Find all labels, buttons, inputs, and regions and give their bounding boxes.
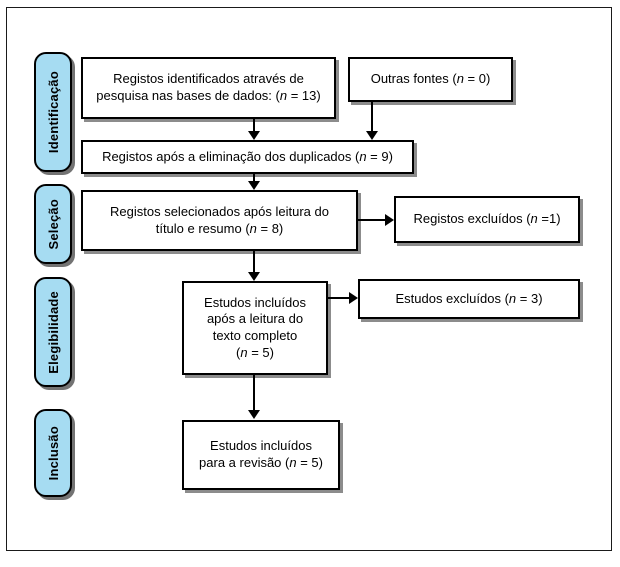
other-sources-post: = 0): [463, 71, 491, 87]
stage-label-selecao: Seleção: [34, 184, 72, 264]
box-after-duplicates-text: Registos após a eliminação dos duplicado…: [96, 148, 399, 164]
figure-border: [6, 7, 612, 551]
box-records-identified-text: Registos identificados através de pesqui…: [90, 71, 326, 104]
records-excluded-post: =1): [537, 211, 561, 227]
studies-included-line2-italic: n: [289, 455, 297, 470]
connector-duplicates-to-screened-line: [253, 174, 255, 184]
connector-screened-to-fulltext-line: [253, 251, 255, 275]
studies-included-line2-post: = 5): [296, 455, 323, 470]
stage-label-inclusao: Inclusão: [34, 409, 72, 497]
other-sources-pre: Outras fontes (: [370, 71, 457, 87]
box-records-excluded-text: Registos excluídos (n =1): [407, 211, 566, 228]
box-fulltext-assessed: Estudos incluídos após a leitura do text…: [182, 281, 328, 375]
connector-duplicates-to-screened-arrow: [248, 181, 260, 190]
records-identified-line2-pre: pesquisa nas bases de dados: (: [96, 88, 280, 103]
connector-screened-to-excluded-line: [358, 219, 388, 221]
studies-included-line1: Estudos incluídos: [210, 438, 312, 454]
other-sources-italic: n: [456, 71, 464, 87]
box-studies-included: Estudos incluídos para a revisão (n = 5): [182, 420, 340, 490]
records-identified-line2-italic: n: [279, 88, 288, 103]
fulltext-assessed-line3: texto completo: [212, 328, 298, 343]
box-studies-included-text: Estudos incluídos para a revisão (n = 5): [193, 438, 329, 471]
fulltext-excluded-italic: n: [508, 290, 517, 306]
stage-label-selecao-text: Seleção: [45, 198, 61, 250]
connector-screened-to-fulltext-arrow: [248, 272, 260, 281]
stage-label-identificacao-text: Identificação: [45, 70, 61, 154]
connector-screened-to-excluded-arrow: [385, 214, 394, 226]
connector-other-sources-to-duplicates-line: [371, 102, 373, 134]
box-records-screened-text: Registos selecionados após leitura do tí…: [104, 204, 335, 237]
fulltext-assessed-line2: após a leitura do: [206, 311, 304, 327]
box-after-duplicates: Registos após a eliminação dos duplicado…: [81, 140, 414, 174]
records-excluded-pre: Registos excluídos (: [413, 211, 531, 227]
records-excluded-italic: n: [530, 211, 538, 227]
connector-other-sources-to-duplicates-arrow: [366, 131, 378, 140]
records-identified-line2-post: = 13): [287, 88, 321, 103]
box-fulltext-excluded-text: Estudos excluídos (n = 3): [389, 291, 548, 308]
fulltext-assessed-line4-pre: (: [236, 344, 241, 360]
fulltext-excluded-pre: Estudos excluídos (: [395, 290, 509, 306]
after-duplicates-post: = 9): [366, 148, 393, 164]
box-records-excluded: Registos excluídos (n =1): [394, 196, 580, 243]
records-screened-line2-post: = 8): [256, 220, 284, 236]
box-records-screened: Registos selecionados após leitura do tí…: [81, 190, 358, 251]
records-screened-line2-italic: n: [249, 220, 257, 236]
after-duplicates-italic: n: [359, 148, 367, 164]
connector-fulltext-to-excluded-arrow: [349, 292, 358, 304]
box-fulltext-assessed-text: Estudos incluídos após a leitura do text…: [198, 295, 312, 362]
records-screened-line1: Registos selecionados após leitura do: [110, 203, 329, 219]
stage-label-elegibilidade-text: Elegibilidade: [45, 290, 61, 374]
stage-label-inclusao-text: Inclusão: [45, 425, 61, 481]
after-duplicates-pre: Registos após a eliminação dos duplicado…: [102, 148, 360, 164]
records-identified-line1: Registos identificados através de: [113, 71, 304, 87]
stage-label-elegibilidade: Elegibilidade: [34, 277, 72, 387]
connector-fulltext-to-included-line: [253, 375, 255, 411]
records-screened-line2-pre: título e resumo (: [155, 220, 250, 236]
connector-identified-to-duplicates-arrow: [248, 131, 260, 140]
box-other-sources: Outras fontes (n = 0): [348, 57, 513, 102]
box-fulltext-excluded: Estudos excluídos (n = 3): [358, 279, 580, 319]
fulltext-assessed-line4-italic: n: [240, 344, 248, 360]
connector-fulltext-to-included-arrow: [248, 410, 260, 419]
connector-fulltext-to-excluded-line: [328, 297, 352, 299]
stage-label-identificacao: Identificação: [34, 52, 72, 172]
connector-identified-to-duplicates-line: [253, 119, 255, 134]
fulltext-excluded-post: = 3): [516, 290, 543, 306]
fulltext-assessed-line1: Estudos incluídos: [204, 294, 306, 310]
box-other-sources-text: Outras fontes (n = 0): [365, 71, 497, 88]
studies-included-line2-pre: para a revisão (: [199, 455, 290, 470]
box-records-identified: Registos identificados através de pesqui…: [81, 57, 336, 119]
fulltext-assessed-line4-post: = 5): [247, 344, 274, 360]
